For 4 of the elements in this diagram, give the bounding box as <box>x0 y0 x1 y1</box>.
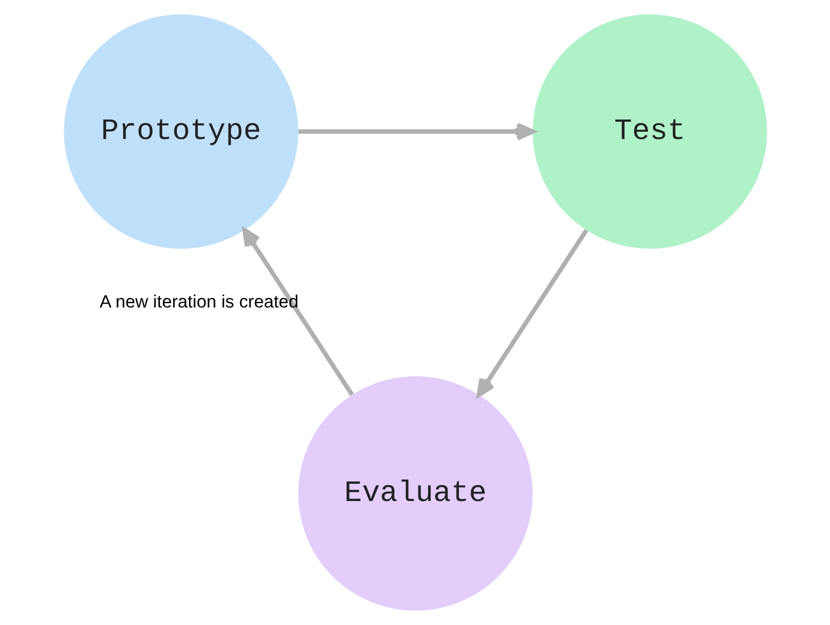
arrow <box>242 228 354 396</box>
node-circle: Test <box>532 14 767 249</box>
edge-label: A new iteration is created <box>99 292 298 312</box>
arrow <box>476 228 588 397</box>
